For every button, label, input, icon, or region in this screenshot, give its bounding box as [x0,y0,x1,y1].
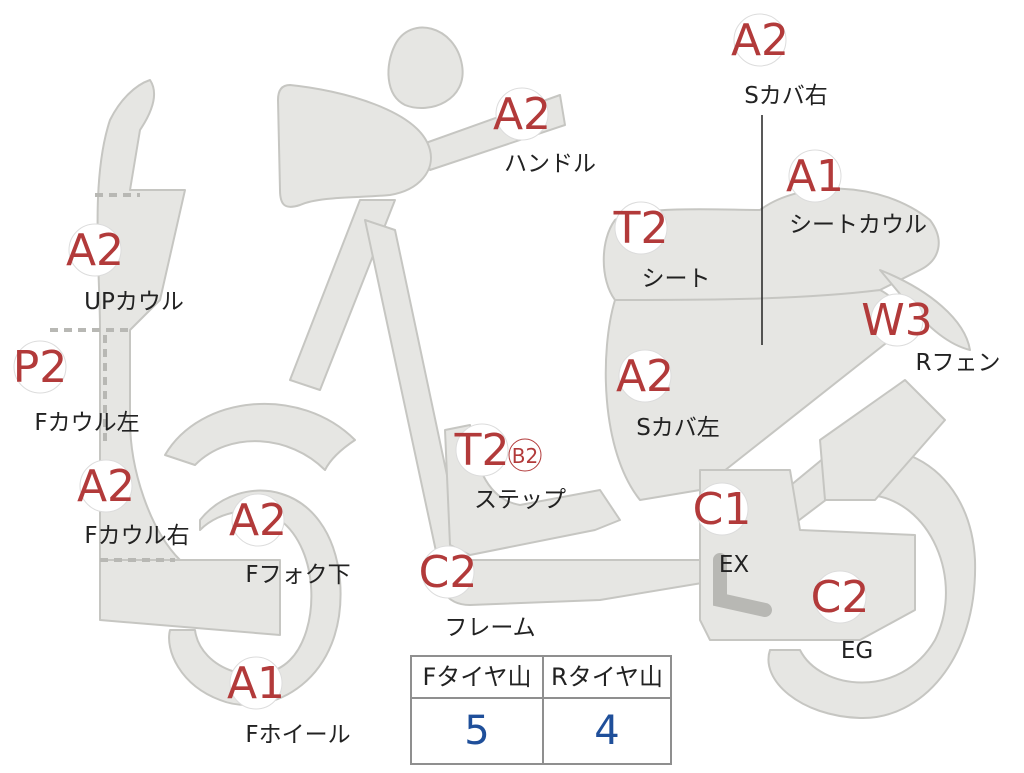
grade-badge-seat [614,201,668,255]
tire-tread-table: Fタイヤ山 Rタイヤ山 5 4 [410,655,672,765]
grade-badge-seat-cowl [788,149,842,203]
label-r-fender: Rフェン [916,350,1001,376]
grade-badge-f-cowl-right [79,459,133,513]
rear-tread-value: 4 [594,708,620,754]
grade-f-wheel: A1 [227,658,285,709]
grade-f-fork-lower: A2 [229,495,287,546]
grade-f-cowl-right: A2 [77,461,135,512]
grade-seat-cowl: A1 [786,151,844,202]
grade-badge-f-wheel [229,656,283,710]
label-f-fork-lower: Fフォク下 [245,562,350,588]
front-tread-header: Fタイヤ山 [422,663,532,691]
seat-shape [602,187,940,301]
label-step: ステップ [474,487,566,513]
label-handle: ハンドル [504,151,596,177]
grade-f-cowl-left: P2 [13,342,68,393]
grade-r-fender: W3 [861,295,933,346]
mirror [387,26,464,110]
table-divider-vertical [542,657,544,763]
label-eg: EG [841,638,873,664]
front-fork-lower [99,559,281,636]
exhaust-pipe [713,553,772,617]
grade-handle: A2 [493,89,551,140]
handlebar-housing [277,84,432,208]
grade-badge-step [455,423,509,477]
label-up-cowl: UPカウル [84,289,184,315]
grade-badge-s-cover-right [733,13,787,67]
grade-badge-step-secondary [508,438,542,472]
label-seat: シート [642,266,711,292]
grade-badge-handle [495,87,549,141]
table-divider-horizontal [412,697,670,699]
grade-badge-r-fender [870,293,924,347]
label-s-cover-right: Sカバ右 [744,83,828,109]
grade-badge-ex [695,482,749,536]
steering-column [289,199,396,391]
label-frame: フレーム [444,615,535,641]
grade-badge-f-fork-lower [231,493,285,547]
rear-shock [819,379,946,501]
grade-seat: T2 [613,203,669,254]
grade-step-secondary: B2 [512,444,538,468]
label-seat-cowl: シートカウル [789,212,927,238]
label-f-cowl-left: Fカウル左 [34,410,139,436]
grade-badge-s-cover-left [618,349,672,403]
grade-badge-f-cowl-left [13,340,67,394]
label-ex: EX [719,552,750,578]
grade-frame: C2 [419,547,478,598]
grade-badge-eg [813,570,867,624]
grade-step: T2 [454,425,510,476]
front-tread-value: 5 [464,708,490,754]
label-s-cover-left: Sカバ左 [636,415,720,441]
grade-ex: C1 [693,484,752,535]
front-wheel [168,489,342,706]
label-f-cowl-right: Fカウル右 [84,523,189,549]
grade-up-cowl: A2 [66,225,124,276]
grade-s-cover-left: A2 [616,351,674,402]
label-f-wheel: Fホイール [245,722,350,748]
rear-tread-header: Rタイヤ山 [551,663,663,691]
rear-wheel [767,447,977,720]
grade-badge-frame [421,545,475,599]
grade-s-cover-right: A2 [731,15,789,66]
grade-eg: C2 [811,572,870,623]
grade-badge-up-cowl [68,223,122,277]
front-fender [164,402,356,471]
